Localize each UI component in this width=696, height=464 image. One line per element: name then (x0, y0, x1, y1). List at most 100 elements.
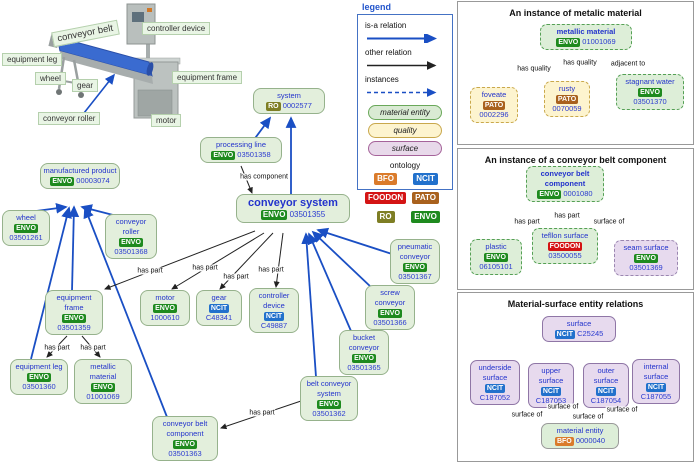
photo-label-controller-device: controller device (142, 22, 211, 35)
envo-badge: ENVO (403, 262, 427, 272)
bfo-badge: BFO (554, 436, 574, 446)
node-internal-surface: internal surface NCIT C187055 (632, 359, 680, 405)
node-screw-conveyor: screw conveyor ENVO 03501366 (365, 285, 415, 331)
envo-badge: ENVO (317, 399, 341, 409)
ro-badge: RO (266, 101, 281, 111)
pato-badge: PATO (482, 100, 506, 110)
envo-badge: ENVO (119, 237, 143, 247)
edge-label-surface-of: surface of (605, 406, 639, 414)
node-upper-surface: upper surface NCIT C187053 (528, 363, 574, 409)
edge-label-has-part: has part (191, 264, 219, 272)
edge-label-has-part: has part (43, 344, 71, 352)
envo-badge: ENVO (153, 303, 177, 313)
node-equipment-frame: equipment frame ENVO 03501359 (45, 290, 103, 336)
edge-label-surface-of: surface of (510, 411, 544, 419)
panel-metallic-material-instance: An instance of metalic material (457, 1, 694, 145)
instances-arrow-icon (367, 88, 437, 97)
foodon-badge: FOODON (547, 241, 583, 251)
photo-label-conveyor-roller: conveyor roller (38, 112, 101, 125)
pato-badge: PATO (555, 94, 579, 104)
panel1-title: An instance of metalic material (509, 8, 642, 18)
legend: is-a relation other relation instances m… (357, 14, 453, 223)
photo-label-equipment-frame: equipment frame (172, 71, 243, 84)
envo-badge: ENVO (173, 439, 197, 449)
node-surface: surface NCIT C25245 (542, 316, 616, 342)
node-plastic: plastic ENVO 06105101 (470, 239, 522, 275)
legend-quality-pill: quality (368, 123, 442, 138)
node-equipment-leg: equipment leg ENVO 03501360 (10, 359, 68, 395)
panel3-title: Material-surface entity relations (507, 299, 644, 309)
bfo-badge: BFO (374, 173, 397, 185)
ncit-badge: NCIT (645, 382, 667, 392)
node-wheel: wheel ENVO 03501261 (2, 210, 50, 246)
node-motor: motor ENVO 1000610 (140, 290, 190, 326)
edge-label-has-part: has part (222, 273, 250, 281)
photo-label-equipment-leg: equipment leg (2, 53, 63, 66)
ncit-badge: NCIT (413, 173, 438, 185)
node-manufactured-product: manufactured product ENVO 00003074 (40, 163, 120, 189)
node-underside-surface: underside surface NCIT C187052 (470, 360, 520, 406)
edge-label-surface-of: surface of (571, 413, 605, 421)
envo-badge: ENVO (411, 211, 440, 223)
node-seam-surface: seam surface ENVO 03501369 (614, 240, 678, 276)
edge-label-surface-of: surface of (546, 403, 580, 411)
envo-badge: ENVO (260, 210, 288, 220)
envo-badge: ENVO (91, 382, 115, 392)
node-outer-surface: outer surface NCIT C187054 (583, 363, 629, 409)
edge-label-has-quality: has quality (562, 59, 598, 67)
envo-badge: ENVO (352, 353, 376, 363)
node-processing-line: processing line ENVO 03501358 (200, 137, 282, 163)
envo-badge: ENVO (14, 223, 38, 233)
pato-badge: PATO (412, 192, 439, 204)
is-a-arrow-icon (367, 32, 437, 45)
legend-instances-label: instances (365, 75, 399, 84)
node-belt-conveyor-system: belt conveyor system ENVO 03501362 (300, 376, 358, 422)
envo-badge: ENVO (638, 87, 662, 97)
envo-badge: ENVO (484, 252, 508, 262)
envo-badge: ENVO (556, 37, 581, 47)
edge-label-surface-of: surface of (592, 218, 626, 226)
ncit-badge: NCIT (263, 311, 285, 321)
panel2-title: An instance of a conveyor belt component (484, 155, 667, 165)
edge-label-has-part: has part (257, 266, 285, 274)
envo-badge: ENVO (211, 150, 236, 160)
edge-label-has-component: has component (239, 173, 289, 181)
ncit-badge: NCIT (595, 386, 617, 396)
node-system: system RO 0002577 (253, 88, 325, 114)
node-foveate: foveate PATO 0002296 (470, 87, 518, 123)
photo-label-wheel: wheel (35, 72, 66, 85)
ncit-badge: NCIT (554, 329, 575, 339)
legend-is-a-label: is-a relation (365, 21, 407, 30)
node-tefllon-surface: tefllon surface FOODON 03500055 (532, 228, 598, 264)
node-material-entity: material entity BFO 0000040 (541, 423, 619, 449)
envo-badge: ENVO (634, 253, 658, 263)
edge-label-has-part: has part (79, 344, 107, 352)
edge-label-has-part: has part (248, 409, 276, 417)
ncit-badge: NCIT (540, 386, 562, 396)
edge-label-has-part: has part (553, 212, 581, 220)
other-arrow-icon (367, 61, 437, 70)
edge-label-has-part: has part (136, 267, 164, 275)
legend-material-entity-pill: material entity (368, 105, 442, 120)
node-conveyor-system: conveyor system ENVO 03501355 (236, 194, 350, 224)
node-stagnant-water: stagnant water ENVO 03501370 (616, 74, 684, 110)
node-conveyor-belt-component-instance: conveyor belt component ENVO 0001080 (526, 166, 604, 202)
envo-badge: ENVO (27, 372, 51, 382)
ncit-badge: NCIT (208, 303, 230, 313)
legend-ontology-label: ontology (389, 161, 421, 170)
legend-title: legend (362, 2, 392, 12)
node-bucket-conveyor: bucket conveyor ENVO 03501365 (339, 330, 389, 376)
node-metallic-material: metallic material ENVO 01001069 (74, 359, 132, 405)
edge-label-adjacent-to: adjacent to (609, 60, 647, 68)
envo-badge: ENVO (378, 308, 402, 318)
node-conveyor-belt-component: conveyor belt component ENVO 03501363 (152, 416, 218, 462)
photo-label-motor: motor (151, 114, 182, 127)
envo-badge: ENVO (62, 313, 86, 323)
ncit-badge: NCIT (484, 383, 506, 393)
ro-badge: RO (376, 211, 395, 223)
foodon-badge: FOODON (365, 192, 407, 204)
legend-surface-pill: surface (368, 141, 442, 156)
node-metallic-material-instance: metallic material ENVO 01001069 (540, 24, 632, 50)
node-conveyor-roller: conveyor roller ENVO 03501368 (105, 214, 157, 260)
